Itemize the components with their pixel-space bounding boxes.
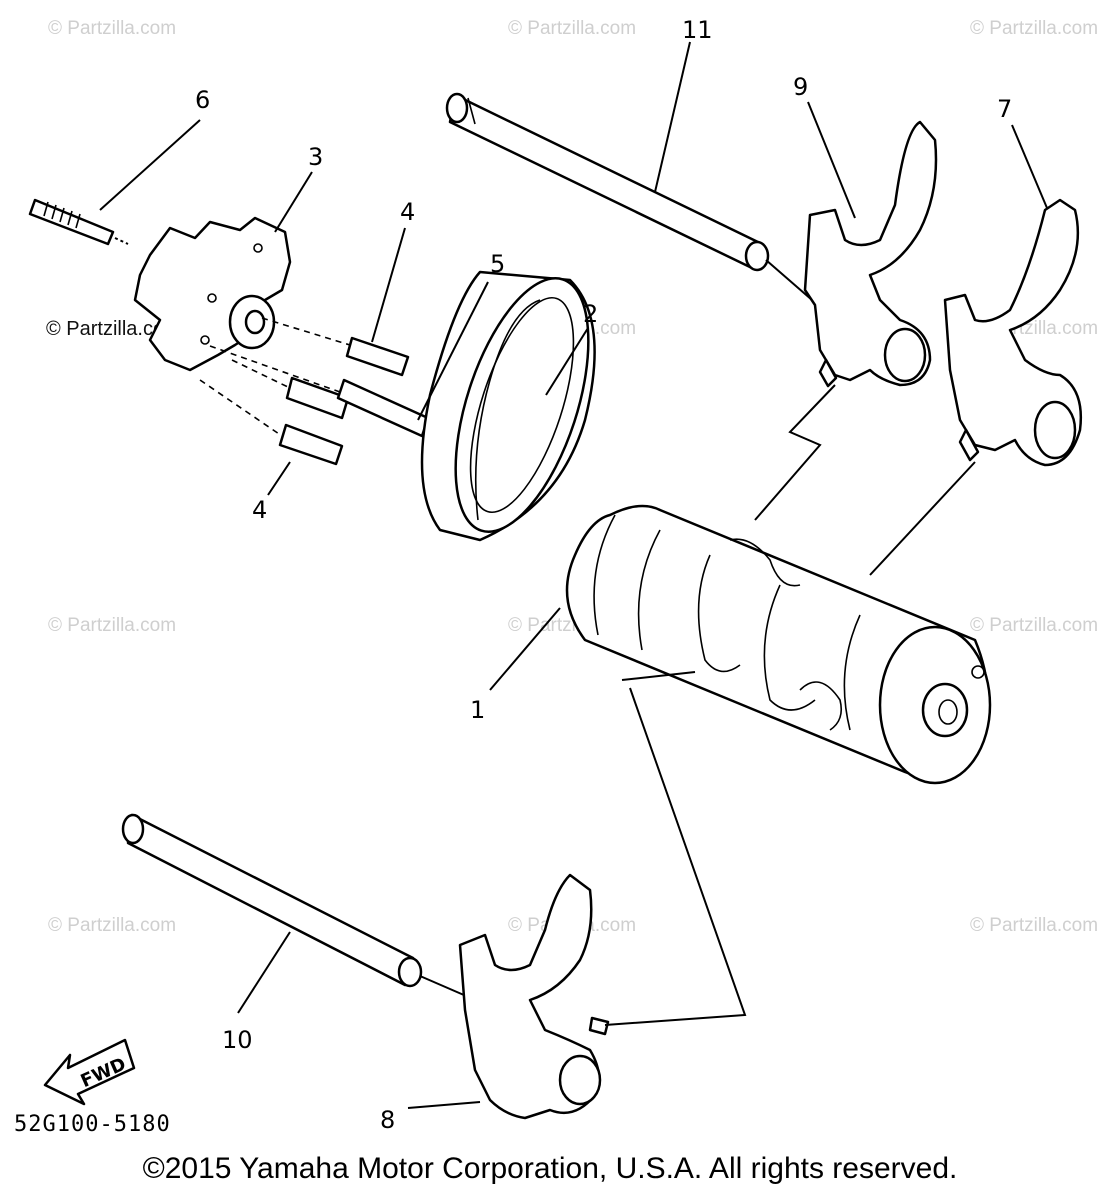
watermark: © Partzilla.com: [970, 915, 1099, 936]
callout-9: 9: [793, 73, 808, 101]
watermark: © Partzilla.com: [48, 915, 177, 936]
callout-4-lower: 4: [252, 496, 267, 524]
diagram-code: 52G100-5180: [14, 1112, 171, 1137]
callout-lines: [99, 41, 1048, 1109]
bearing[interactable]: [420, 262, 615, 547]
callout-6: 6: [195, 86, 210, 114]
guide-bar-lower[interactable]: [121, 813, 481, 1003]
callout-10: 10: [222, 1026, 253, 1054]
shift-fork-right[interactable]: [943, 198, 1082, 467]
watermark: © Partzilla.com: [48, 18, 177, 39]
copyright-notice: ©2015 Yamaha Motor Corporation, U.S.A. A…: [142, 1152, 958, 1185]
watermark: © Partzilla.com: [970, 18, 1099, 39]
callout-11: 11: [682, 16, 713, 44]
watermark: © Partzilla.com: [48, 615, 177, 636]
watermark: © Partzilla.com: [46, 318, 181, 340]
callout-8: 8: [380, 1106, 395, 1134]
callout-5: 5: [490, 250, 505, 278]
watermark: © Partzilla.com: [970, 615, 1099, 636]
callout-4-upper: 4: [400, 198, 415, 226]
shift-drum[interactable]: [565, 504, 992, 785]
callout-1: 1: [470, 696, 485, 724]
fwd-arrow-icon: FWD: [43, 1038, 136, 1106]
callout-3: 3: [308, 143, 323, 171]
leader-lines: [604, 384, 976, 1026]
watermark: © Partzilla.com: [508, 18, 637, 39]
segment[interactable]: [133, 216, 292, 372]
shift-fork-lower[interactable]: [458, 873, 610, 1120]
dowel-pins[interactable]: [199, 317, 430, 466]
guide-bar-upper[interactable]: [445, 92, 813, 301]
shift-fork-upper-middle[interactable]: [803, 120, 938, 388]
bolt[interactable]: [28, 198, 129, 246]
callout-2: 2: [583, 300, 598, 328]
callout-7: 7: [997, 95, 1012, 123]
